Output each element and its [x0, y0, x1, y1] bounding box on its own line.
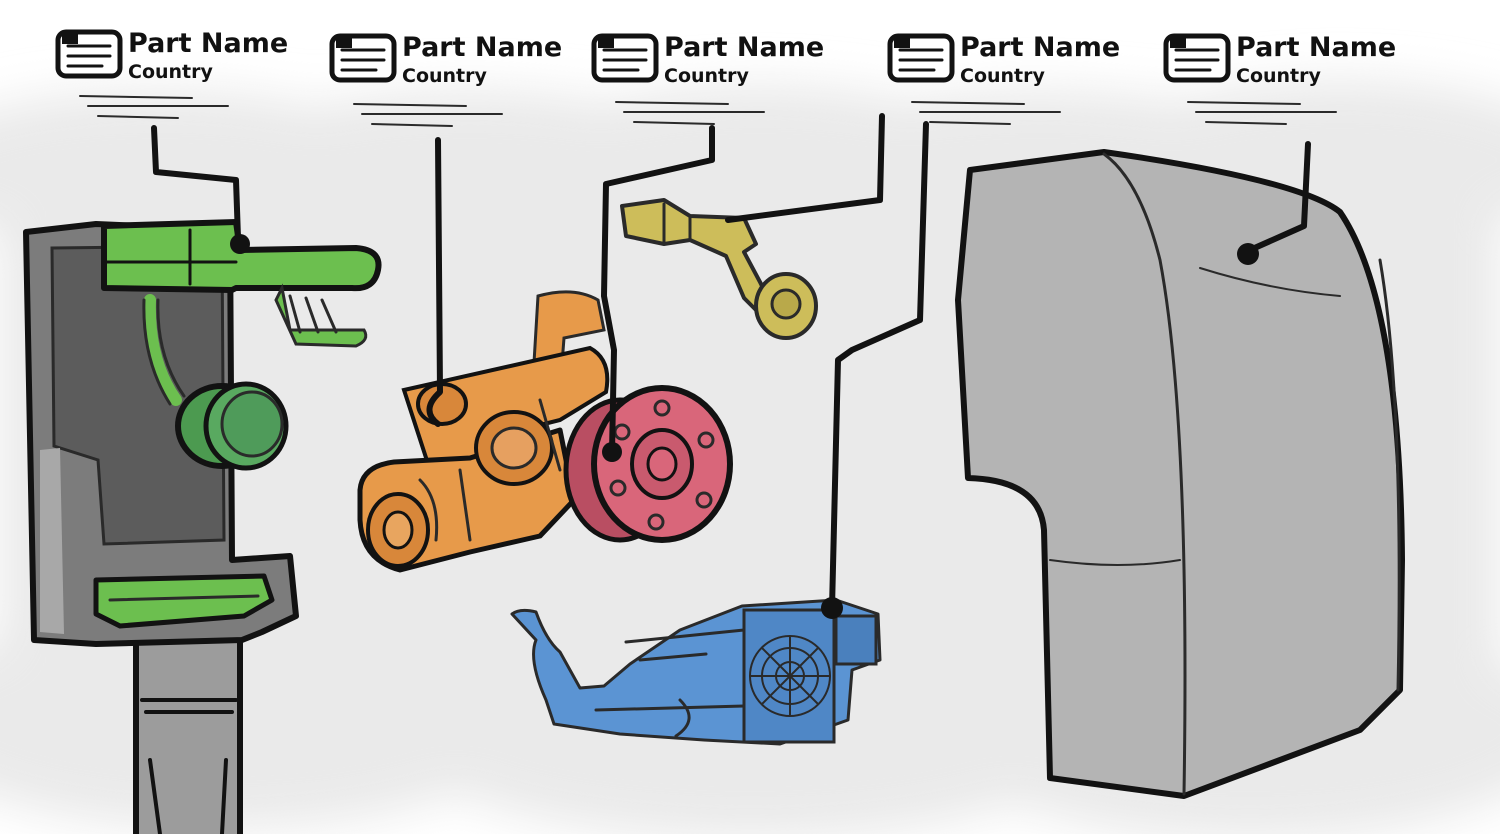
country-label: Country	[664, 65, 750, 87]
document-icon	[887, 33, 955, 83]
wheel-bolt-holes	[609, 399, 715, 531]
leader-line-2	[426, 137, 443, 427]
part-name-label: Part Name	[1236, 32, 1396, 63]
gray-frame	[23, 221, 299, 647]
leader-line-4	[725, 113, 885, 223]
document-icon	[55, 29, 123, 79]
fan-grille	[749, 635, 831, 717]
part-blue-housing	[510, 598, 882, 746]
leader-line-6	[1247, 141, 1311, 253]
document-icon	[1163, 33, 1231, 83]
part-name-label: Part Name	[664, 32, 824, 63]
label-group-2: Part Name Country	[329, 32, 562, 127]
green-linkage	[142, 294, 186, 406]
part-pink-wheel	[563, 385, 733, 543]
green-cylinder	[175, 381, 289, 471]
part-name-label: Part Name	[402, 32, 562, 63]
label-group-4: Part Name Country	[887, 32, 1120, 125]
leader-line-1	[151, 125, 241, 241]
leader-lines	[151, 113, 1311, 611]
document-icon	[591, 33, 659, 83]
country-label: Country	[128, 61, 214, 83]
part-orange-shaft-assembly	[357, 290, 610, 573]
part-gray-panel	[955, 149, 1405, 799]
leader-line-3	[601, 125, 715, 455]
part-name-label: Part Name	[960, 32, 1120, 63]
document-icon	[329, 33, 397, 83]
country-label: Country	[960, 65, 1046, 87]
label-group-5: Part Name Country	[1163, 32, 1396, 125]
country-label: Country	[1236, 65, 1322, 87]
label-group-1: Part Name Country	[55, 28, 288, 119]
label-group-3: Part Name Country	[591, 32, 824, 125]
leader-line-5	[829, 121, 929, 611]
green-bottom-bracket	[93, 573, 275, 629]
part-name-label: Part Name	[128, 28, 288, 59]
support-post	[133, 637, 243, 834]
green-arm	[101, 219, 382, 348]
part-yellow-lever	[620, 198, 818, 340]
part-green-bracket-assembly	[23, 219, 382, 834]
leader-endpoints	[230, 234, 1259, 619]
country-label: Country	[402, 65, 488, 87]
